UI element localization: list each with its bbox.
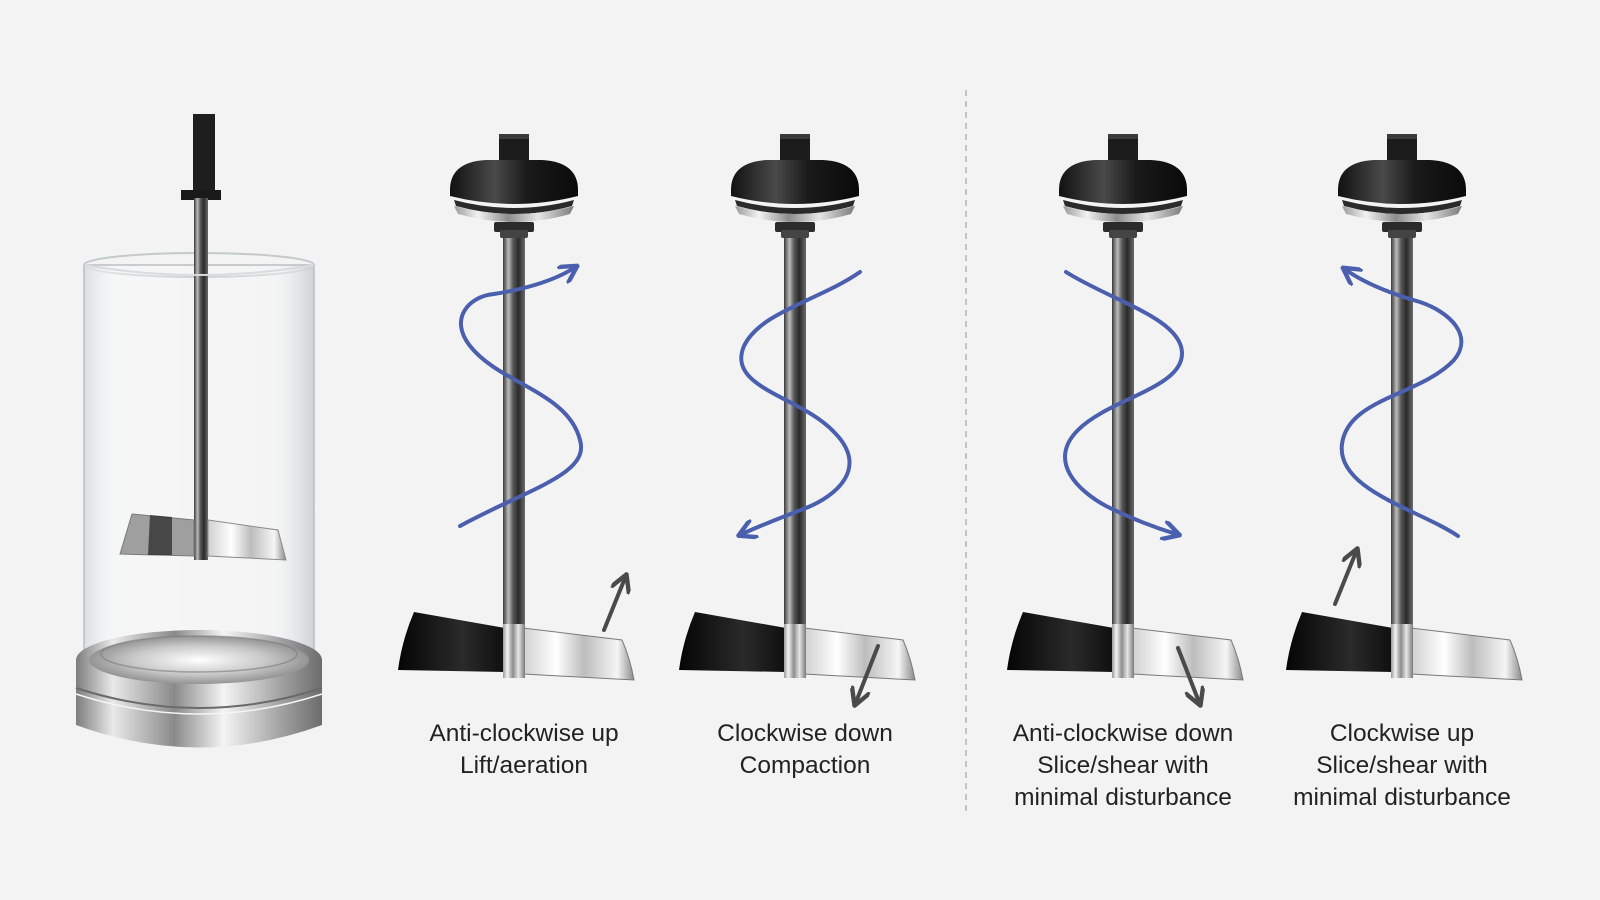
caption-line: Slice/shear with [1037, 752, 1209, 779]
caption-line: Clockwise down [717, 720, 893, 747]
glass-vessel [75, 114, 323, 748]
blade-motion-arrow-up [1333, 552, 1356, 606]
mixer-anti-clockwise-down [1006, 133, 1244, 702]
caption-anti-clockwise-down: Anti-clockwise down Slice/shear with min… [983, 718, 1263, 814]
helix-arrow-clockwise-down [741, 270, 862, 534]
caption-line: Anti-clockwise up [429, 720, 619, 747]
caption-line: Clockwise up [1329, 720, 1475, 747]
blade-motion-arrow-down [856, 644, 880, 702]
helix-arrow-anti-clockwise-down [1063, 270, 1185, 534]
mixer-anti-clockwise-up [397, 133, 635, 681]
mixer-clockwise-up [1285, 133, 1523, 681]
caption-clockwise-up: Clockwise up Slice/shear with minimal di… [1262, 718, 1542, 814]
caption-line: minimal disturbance [1293, 784, 1511, 811]
blade-motion-arrow-up [602, 578, 625, 632]
caption-anti-clockwise-up: Anti-clockwise up Lift/aeration [384, 718, 664, 782]
caption-line: Compaction [739, 752, 871, 779]
caption-clockwise-down: Clockwise down Compaction [665, 718, 945, 782]
caption-line: Slice/shear with [1316, 752, 1488, 779]
helix-arrow-clockwise-up [1339, 270, 1464, 538]
caption-line: minimal disturbance [1014, 784, 1232, 811]
caption-line: Anti-clockwise down [1012, 720, 1234, 747]
helix-arrow-anti-clockwise-up [458, 268, 584, 528]
blade-motion-arrow-down [1176, 646, 1199, 702]
caption-line: Lift/aeration [459, 752, 589, 779]
mixer-clockwise-down [678, 133, 916, 702]
